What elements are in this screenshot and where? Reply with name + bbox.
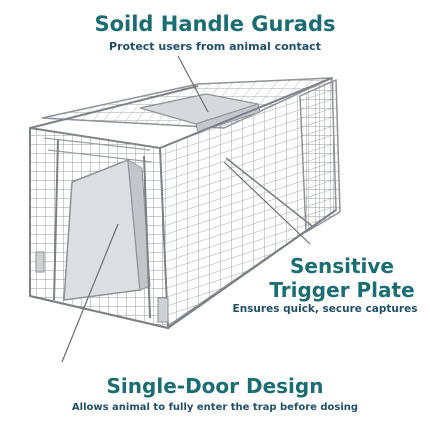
handle-guard-subtitle: Protect users from animal contact xyxy=(109,40,321,53)
single-door-subtitle: Allows animal to fully enter the trap be… xyxy=(71,402,359,413)
trigger-plate-subtitle: Ensures quick, secure captures xyxy=(232,303,418,315)
trigger-plate-title-line1: Sensitive xyxy=(290,254,394,278)
door-pointer-line xyxy=(61,223,119,363)
single-door-title: Single-Door Design xyxy=(106,374,324,398)
door-plate xyxy=(63,158,141,301)
handle-guard-title: Soild Handle Gurads xyxy=(94,12,336,36)
trigger-pointer-line xyxy=(223,161,311,245)
handle-pointer-line xyxy=(177,55,209,113)
trigger-plate-title-line2: Trigger Plate xyxy=(269,278,415,302)
trigger-plate-title: Sensitive Trigger Plate xyxy=(262,254,422,302)
cage-end-panel xyxy=(299,78,341,234)
